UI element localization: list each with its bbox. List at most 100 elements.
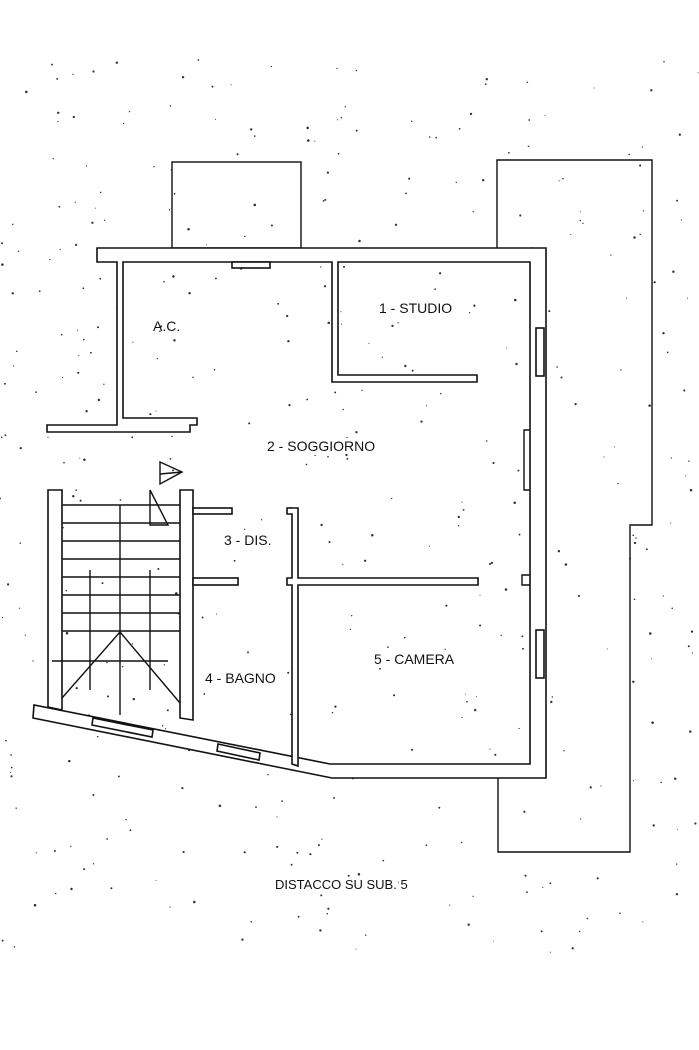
- speckle-dot: [445, 604, 448, 607]
- speckle-dot: [90, 351, 92, 354]
- speckle-dot: [428, 545, 430, 547]
- perimeter-wall: [32, 247, 547, 779]
- stair-arrow: [149, 489, 170, 526]
- speckle-dot: [156, 357, 159, 360]
- speckle-dot: [650, 89, 653, 92]
- speckle-dot: [59, 248, 61, 251]
- stair-right-wall: [179, 489, 194, 721]
- speckle-dot: [101, 582, 104, 585]
- speckle-dot: [425, 405, 428, 407]
- speckle-dot: [287, 671, 290, 674]
- speckle-dot: [51, 63, 53, 66]
- speckle-dot: [363, 559, 367, 562]
- speckle-dot: [479, 624, 482, 627]
- speckle-dot: [250, 128, 253, 131]
- speckle-dot: [355, 69, 358, 72]
- speckle-dot: [517, 469, 520, 472]
- speckle-dot: [523, 810, 526, 813]
- speckle-dot: [72, 115, 75, 119]
- speckle-dot: [309, 853, 312, 856]
- speckle-dot: [213, 368, 216, 371]
- speckle-dot: [558, 180, 560, 182]
- speckle-dot: [47, 436, 49, 438]
- speckle-dot: [52, 157, 54, 160]
- speckle-dot: [676, 199, 679, 202]
- speckle-dot: [188, 291, 191, 295]
- speckle-dot: [411, 369, 414, 372]
- speckle-dot: [574, 402, 577, 406]
- speckle-dot: [57, 120, 59, 123]
- speckle-dot: [63, 461, 65, 464]
- speckle-dot: [236, 153, 239, 156]
- speckle-dot: [96, 735, 99, 738]
- speckle-dot: [660, 781, 663, 784]
- speckle-dot: [651, 658, 652, 660]
- speckle-dot: [405, 192, 407, 195]
- speckle-dot: [214, 277, 217, 280]
- speckle-dot: [549, 951, 551, 953]
- speckle-dot: [457, 515, 460, 519]
- caption: DISTACCO SU SUB. 5: [275, 877, 408, 892]
- speckle-dot: [515, 362, 518, 366]
- speckle-dot: [65, 631, 69, 635]
- speckle-dot: [649, 632, 652, 635]
- speckle-dot: [153, 165, 155, 168]
- speckle-dot: [77, 329, 79, 331]
- speckle-dot: [570, 233, 572, 236]
- speckle-dot: [420, 420, 423, 423]
- speckle-dot: [346, 436, 348, 439]
- speckle-dot: [218, 804, 222, 808]
- speckle-dot: [164, 728, 167, 730]
- speckle-dot: [172, 275, 175, 278]
- speckle-dot: [327, 321, 330, 325]
- speckle-dot: [306, 398, 309, 401]
- speckle-dot: [2, 617, 4, 619]
- speckle-dot: [648, 404, 651, 407]
- speckle-dot: [434, 288, 436, 290]
- speckle-dot: [241, 938, 244, 941]
- speckle-dot: [192, 376, 194, 379]
- speckle-dot: [571, 947, 574, 950]
- speckle-dot: [527, 145, 530, 147]
- speckle-dot: [518, 727, 520, 730]
- speckle-dot: [3, 382, 6, 385]
- speckle-dot: [593, 87, 595, 89]
- speckle-dot: [500, 634, 502, 637]
- speckle-dot: [381, 356, 384, 358]
- speckle-dot: [687, 297, 689, 299]
- speckle-dot: [290, 863, 293, 866]
- speckle-dot: [250, 921, 252, 923]
- speckle-dot: [119, 499, 122, 501]
- speckle-dot: [53, 850, 56, 852]
- speckle-dot: [341, 323, 343, 325]
- speckle-dot: [355, 948, 357, 950]
- speckle-dot: [342, 564, 344, 566]
- speckle-dot: [276, 845, 279, 848]
- speckle-dot: [276, 816, 278, 818]
- speckle-dot: [149, 413, 152, 416]
- speckle-dot: [267, 773, 269, 776]
- speckle-dot: [49, 258, 51, 261]
- speckle-dot: [344, 106, 347, 108]
- speckle-dot: [6, 583, 10, 586]
- window: [535, 327, 545, 377]
- speckle-dot: [673, 777, 677, 781]
- speckle-dot: [287, 340, 290, 343]
- stair-landing: [61, 630, 181, 704]
- speckle-dot: [270, 224, 273, 227]
- room-label-camera: 5 - CAMERA: [374, 651, 455, 667]
- speckle-dot: [197, 59, 200, 61]
- speckle-dot: [214, 118, 216, 120]
- stair-left-wall: [47, 489, 63, 711]
- speckle-dot: [10, 766, 13, 769]
- speckle-dot: [106, 661, 108, 664]
- speckle-dot: [548, 310, 551, 313]
- speckle-dot: [670, 522, 672, 524]
- speckle-dot: [355, 129, 358, 132]
- speckle-dot: [253, 203, 257, 207]
- speckle-dot: [17, 250, 20, 253]
- speckle-dot: [270, 65, 273, 68]
- speckle-dot: [277, 302, 280, 305]
- speckle-dot: [1, 263, 4, 266]
- speckle-dot: [320, 523, 323, 527]
